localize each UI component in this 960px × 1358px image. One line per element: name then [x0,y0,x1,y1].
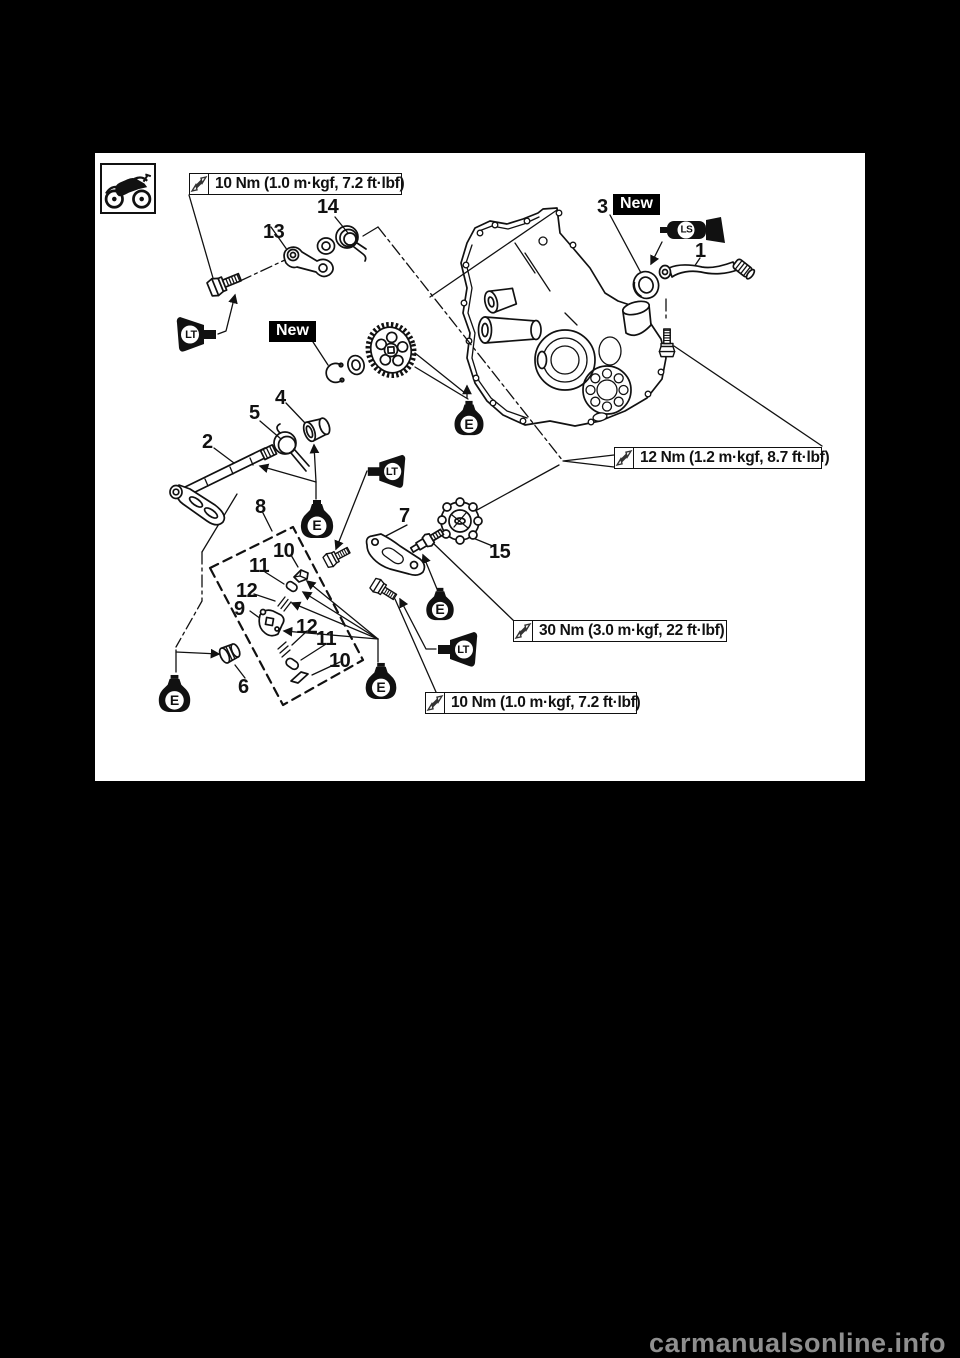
part-number-label: 8 [255,496,266,518]
part-13-stopper-lever [283,237,336,278]
part-8-detent-kit-outline [208,525,365,707]
part-6-roller [218,643,241,664]
engine-oil-icon: E [453,400,485,436]
cover-stud-bolt [409,528,445,553]
part-number-label: 14 [317,196,339,218]
part-12-spring-a [277,596,292,612]
part-number-label: 12 [236,580,258,602]
part-number-label: 5 [249,402,260,424]
watermark-text: carmanualsonline.info [648,1328,946,1358]
loctite-icon: LT [364,454,406,490]
part-number-label: 10 [273,540,295,562]
crankcase-drawing [460,207,667,427]
diagram-sheet: 10 Nm (1.0 m·kgf, 7.2 ft·lbf) 12 Nm (1.2… [95,153,865,781]
pedal-shaft-boss [621,300,652,337]
part-number-label: 2 [202,431,213,453]
engine-oil-icon: E [425,587,455,621]
part-number-label: 15 [489,541,511,563]
torque-value: 12 Nm (1.2 m·kgf, 8.7 ft·lbf) [640,449,830,466]
part-2-shift-shaft [169,444,278,526]
motorcycle-icon [104,172,152,209]
part-number-label: 11 [249,555,270,577]
torque-callout-right: 12 Nm (1.2 m·kgf, 8.7 ft·lbf) [614,447,830,469]
exploded-diagram-linework [169,194,823,707]
grease-icon: LS [660,217,726,243]
guide-plate-bolt-b [368,576,400,604]
torque-wrench-icon [426,693,445,713]
part-9-detent-cam [258,608,285,637]
part-1-shift-pedal [658,258,756,280]
part-10-wedge-a [293,569,309,583]
torque-value: 10 Nm (1.0 m·kgf, 7.2 ft·lbf) [215,175,405,192]
model-legend-box [100,163,156,214]
part-5-spring [273,423,310,472]
part-number-label: 7 [399,505,410,527]
part-14-torsion-spring [335,225,367,262]
part-15-cover [437,497,483,545]
torque-value: 30 Nm (3.0 m·kgf, 22 ft·lbf) [539,622,725,639]
torque-callout-top: 10 Nm (1.0 m·kgf, 7.2 ft·lbf) [189,173,405,195]
part-3-oil-seal [632,270,660,300]
part-number-label: 4 [275,387,286,409]
torque-wrench-icon [615,448,634,468]
loctite-icon: LT [434,632,478,668]
shaft-bore-boss [477,316,542,344]
engine-oil-icon: E [299,499,335,539]
part-number-label: 13 [263,221,285,243]
engine-oil-icon: E [364,662,398,700]
part-11-pin-a [285,580,298,593]
new-part-label: New [613,194,660,216]
torque-wrench-icon [514,621,533,641]
new-part-label: New [269,321,316,343]
torque-wrench-icon [190,174,209,194]
ball-bearing [582,365,632,415]
part-7-guide-plate [365,533,426,576]
part-number-label: 11 [316,628,337,650]
leader-lines [175,194,823,693]
part-number-label: 6 [238,676,249,698]
part-number-label: 9 [234,598,245,620]
engine-oil-icon: E [157,674,192,713]
loctite-icon: LT [176,317,220,353]
part-number-label: 3 [597,196,608,218]
part-4-collar [302,417,331,443]
part-11-pin-b [285,657,300,671]
shift-segment-gear [365,321,417,379]
torque-value: 10 Nm (1.0 m·kgf, 7.2 ft·lbf) [451,694,641,711]
part-number-label: 1 [695,240,706,262]
torque-callout-middle: 30 Nm (3.0 m·kgf, 22 ft·lbf) [513,620,727,642]
part-number-label: 10 [329,650,351,672]
torque-callout-bottom: 10 Nm (1.0 m·kgf, 7.2 ft·lbf) [425,692,641,714]
part-number-label: 12 [296,616,318,638]
part-12-spring-b [277,641,291,658]
washer [347,354,365,376]
circlip [325,362,345,384]
shift-pedal-bolt [658,328,676,358]
part-10-wedge-b [290,671,309,684]
